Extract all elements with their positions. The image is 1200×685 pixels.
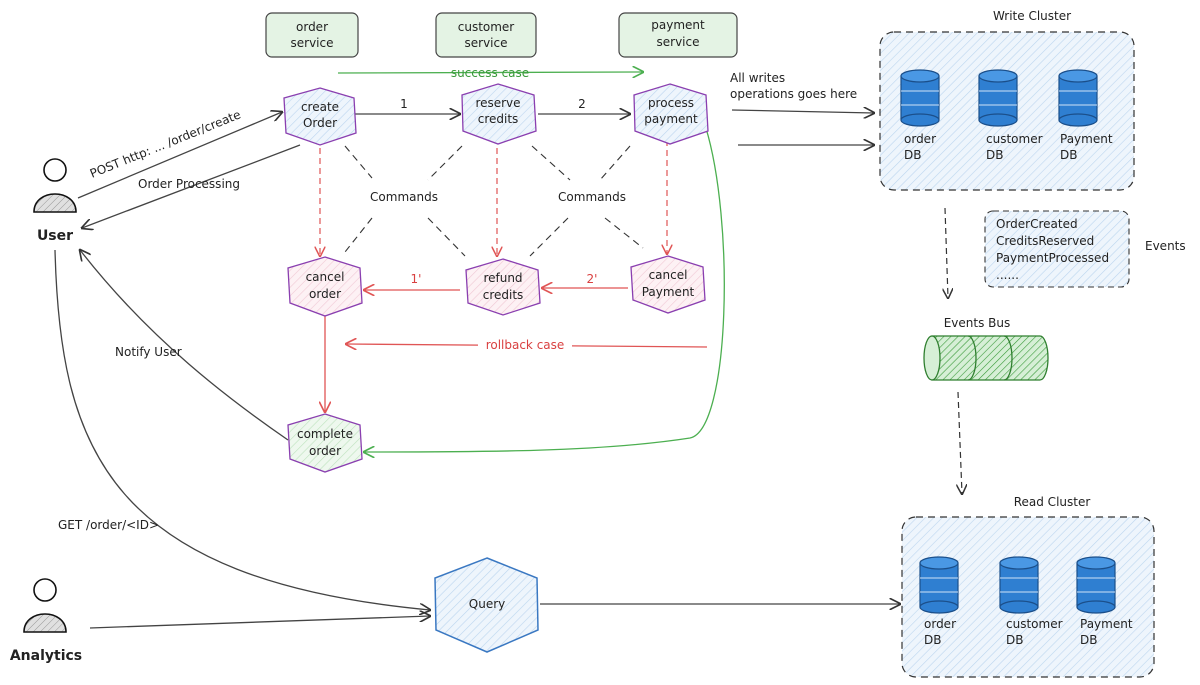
database-icon [1076, 556, 1116, 614]
process-payment-label-1: process [648, 96, 694, 110]
customer-service-label-2: service [465, 36, 508, 50]
read-cluster-title: Read Cluster [1014, 495, 1091, 509]
success-complete-arrow [364, 124, 725, 452]
write-db-customer: customer DB [978, 69, 1043, 162]
cancel-order-node: cancel order [287, 256, 363, 317]
database-icon [978, 69, 1018, 127]
write-db-customer-label-2: DB [986, 148, 1003, 162]
write-cluster-title: Write Cluster [993, 9, 1071, 23]
event-item-1: CreditsReserved [996, 234, 1094, 248]
create-order-label-1: create [301, 100, 339, 114]
database-icon [900, 69, 940, 127]
create-order-node: create Order [283, 87, 357, 146]
write-db-order: order DB [900, 69, 940, 162]
query-label: Query [469, 597, 505, 611]
payment-service-box: payment service [618, 12, 738, 58]
read-db-payment: Payment DB [1076, 556, 1133, 647]
event-item-3: ...... [996, 268, 1019, 282]
customer-service-label-1: customer [458, 20, 515, 34]
user-icon [33, 158, 77, 213]
success-case-arrow [337, 72, 643, 73]
rollback-label-bg [478, 337, 572, 351]
query-node: Query [434, 557, 539, 653]
user-label: User [37, 228, 73, 244]
reserve-credits-label-1: reserve [475, 96, 520, 110]
write-db-order-label-1: order [904, 132, 936, 146]
reserve-credits-label-2: credits [478, 112, 519, 126]
read-db-order-label-2: DB [924, 633, 941, 647]
reserve-credits-node: reserve credits [461, 83, 537, 145]
read-db-customer-label-1: customer [1006, 617, 1063, 631]
commands-lines [344, 145, 644, 257]
notify-user-arrow [80, 250, 289, 441]
cancel-payment-label-1: cancel [649, 268, 688, 282]
step1-label: 1 [400, 97, 408, 111]
write-to-bus-arrow [945, 207, 948, 298]
analytics-icon [23, 578, 67, 633]
post-request-label: POST http: ... /order/create [88, 107, 243, 180]
payment-service-label-1: payment [651, 18, 705, 32]
events-bus-label: Events Bus [944, 316, 1011, 330]
database-icon [1058, 69, 1098, 127]
read-db-order: order DB [919, 556, 959, 647]
events-title: Events [1145, 239, 1186, 253]
read-db-payment-label-2: DB [1080, 633, 1097, 647]
process-payment-node: process payment [633, 83, 709, 145]
get-request-arrow [54, 249, 430, 610]
order-processing-label: Order Processing [138, 177, 240, 191]
events-box: OrderCreated CreditsReserved PaymentProc… [984, 210, 1130, 288]
write-db-customer-label-1: customer [986, 132, 1043, 146]
event-item-2: PaymentProcessed [996, 251, 1109, 265]
all-writes-label-1: All writes [730, 71, 785, 85]
post-request-arrow [77, 112, 282, 199]
step2-prime-label: 2' [587, 272, 598, 286]
analytics-query-arrow [89, 616, 430, 629]
analytics-label: Analytics [10, 648, 82, 664]
cancel-payment-node: cancel Payment [630, 255, 706, 314]
write-db-payment-label-2: DB [1060, 148, 1077, 162]
refund-credits-node: refund credits [465, 258, 541, 316]
order-service-label-2: service [291, 36, 334, 50]
events-bus-icon [923, 335, 1049, 381]
complete-order-label-2: order [309, 444, 341, 458]
database-icon [919, 556, 959, 614]
complete-order-label-1: complete [297, 427, 353, 441]
order-processing-arrow [82, 144, 301, 228]
success-case-label: success case [451, 66, 529, 80]
read-db-order-label-1: order [924, 617, 956, 631]
read-db-payment-label-1: Payment [1080, 617, 1133, 631]
notify-user-label: Notify User [115, 345, 182, 359]
step2-label: 2 [578, 97, 586, 111]
process-payment-label-2: payment [644, 112, 698, 126]
complete-order-node: complete order [287, 413, 363, 473]
commands-label-right: Commands [558, 190, 626, 204]
bus-to-read-arrow [958, 391, 962, 494]
write-db-payment: Payment DB [1058, 69, 1113, 162]
cancel-order-label-1: cancel [306, 270, 345, 284]
read-db-customer: customer DB [999, 556, 1063, 647]
customer-service-box: customer service [435, 12, 537, 58]
event-item-0: OrderCreated [996, 217, 1078, 231]
all-writes-label-2: operations goes here [730, 87, 857, 101]
order-service-label-1: order [296, 20, 328, 34]
create-order-label-2: Order [303, 116, 337, 130]
write-db-payment-label-1: Payment [1060, 132, 1113, 146]
order-service-box: order service [265, 12, 359, 58]
database-icon [999, 556, 1039, 614]
writes-arrow-1 [731, 110, 874, 113]
refund-credits-label-2: credits [483, 288, 524, 302]
get-request-label: GET /order/<ID> [58, 518, 159, 532]
compensation-down-arrows [320, 140, 667, 256]
rollback-case-label: rollback case [486, 338, 565, 352]
step1-prime-label: 1' [411, 272, 422, 286]
write-db-order-label-2: DB [904, 148, 921, 162]
payment-service-label-2: service [657, 35, 700, 49]
cancel-order-label-2: order [309, 287, 341, 301]
read-db-customer-label-2: DB [1006, 633, 1023, 647]
refund-credits-label-1: refund [483, 271, 522, 285]
commands-label-left: Commands [370, 190, 438, 204]
cancel-payment-label-2: Payment [642, 285, 695, 299]
